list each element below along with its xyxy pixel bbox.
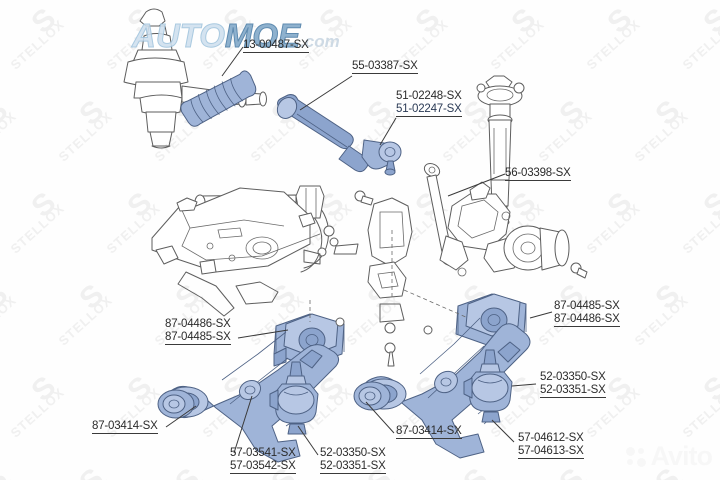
label-front-bush-left: 87-03414-SX xyxy=(92,420,158,434)
label-line: 87-04485-SX xyxy=(165,331,231,343)
label-front-bush-right: 87-03414-SX xyxy=(396,425,462,439)
label-line: 87-03414-SX xyxy=(396,425,462,437)
part-ball-joint-left xyxy=(269,361,319,435)
label-line: 52-03350-SX xyxy=(540,371,606,383)
label-line: 55-03387-SX xyxy=(352,60,418,72)
part-knuckle-bracket xyxy=(333,197,413,334)
label-control-arm-bush-right: 87-04485-SX 87-04486-SX xyxy=(554,300,620,327)
label-inner-tie-rod: 55-03387-SX xyxy=(352,60,418,74)
part-fasteners xyxy=(329,190,433,367)
label-line: 57-04613-SX xyxy=(518,445,584,457)
label-ball-joint-left: 52-03350-SX 52-03351-SX xyxy=(320,447,386,474)
label-outer-tie-rod-end: 51-02248-SX 51-02247-SX xyxy=(396,90,462,117)
label-control-arm-bush-left: 87-04486-SX 87-04485-SX xyxy=(165,318,231,345)
label-line: 52-03350-SX xyxy=(320,447,386,459)
part-rack-boot xyxy=(180,70,257,127)
label-steering-rack-boot: 13-00487-SX xyxy=(243,39,309,53)
part-inner-tie-rod xyxy=(276,94,369,173)
part-steering-knuckle-hub xyxy=(439,181,588,279)
label-ball-joint-right: 52-03350-SX 52-03351-SX xyxy=(540,371,606,398)
part-front-bush-right xyxy=(353,381,391,411)
label-line: 57-03542-SX xyxy=(230,460,296,472)
label-line: 87-04486-SX xyxy=(165,318,231,330)
label-line: 87-03414-SX xyxy=(92,420,158,432)
label-line: 52-03351-SX xyxy=(540,384,606,396)
label-line: 57-04612-SX xyxy=(518,432,584,444)
label-line: 52-03351-SX xyxy=(320,460,386,472)
label-line: 13-00487-SX xyxy=(243,39,309,51)
label-line: 56-03398-SX xyxy=(505,167,571,179)
part-ball-joint-right xyxy=(463,349,513,423)
label-stabilizer-link: 56-03398-SX xyxy=(505,167,571,181)
part-front-bush-left xyxy=(157,389,195,419)
part-front-subframe xyxy=(151,187,321,317)
label-control-arm-right: 57-04612-SX 57-04613-SX xyxy=(518,432,584,459)
label-line: 87-04485-SX xyxy=(554,300,620,312)
label-line: 51-02248-SX xyxy=(396,90,462,102)
label-line-highlighted: 51-02247-SX xyxy=(396,103,462,115)
leader-lines xyxy=(165,46,553,456)
label-control-arm-left: 57-03541-SX 57-03542-SX xyxy=(230,447,296,474)
part-outer-tie-rod-end xyxy=(361,139,402,176)
label-line: 87-04486-SX xyxy=(554,313,620,325)
label-line: 57-03541-SX xyxy=(230,447,296,459)
